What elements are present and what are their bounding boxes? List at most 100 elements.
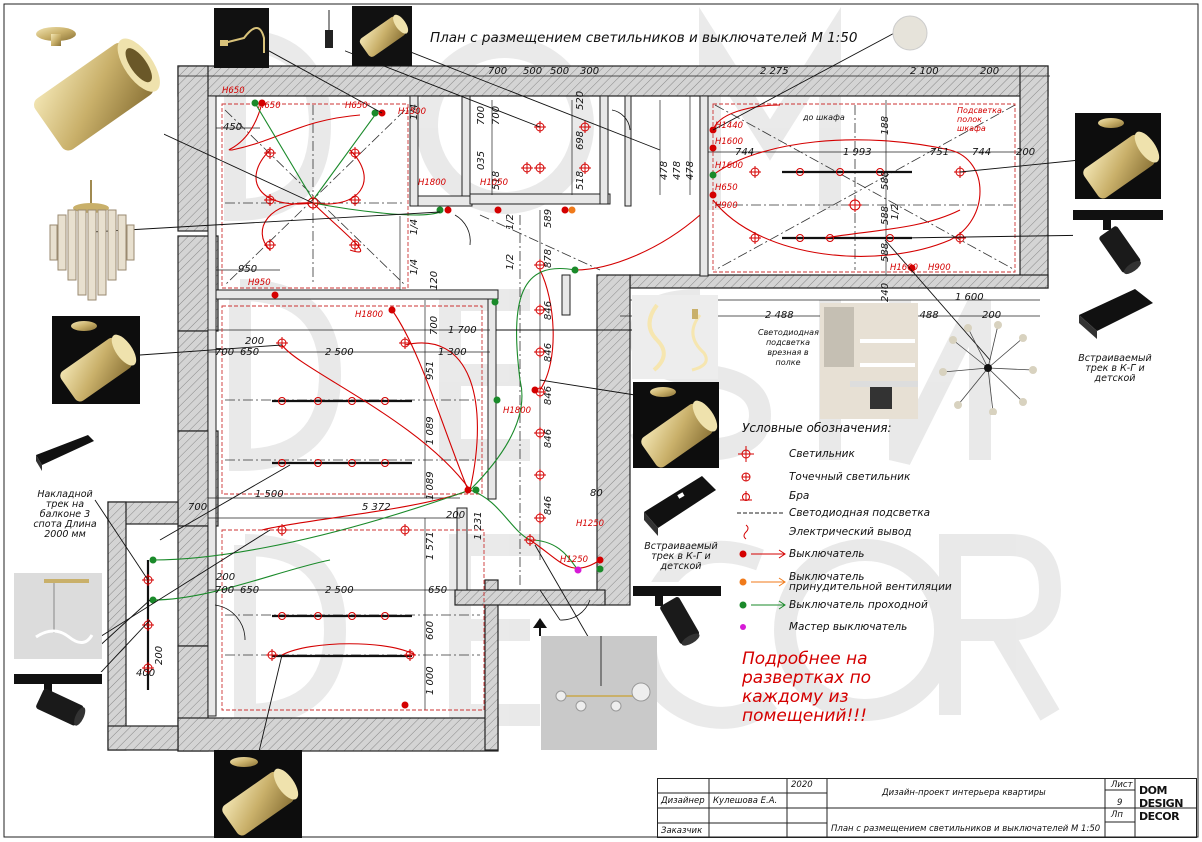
designer-label: Дизайнер xyxy=(661,796,705,806)
svg-text:700: 700 xyxy=(215,347,234,358)
svg-text:H1250: H1250 xyxy=(560,555,588,565)
led-shelf-caption: Светодиодная подсветка врезная в полке xyxy=(758,328,819,367)
svg-text:188: 188 xyxy=(880,116,891,135)
electrical-outlet-icon xyxy=(737,523,789,541)
svg-text:200: 200 xyxy=(982,310,1001,321)
spotlight-photo-3 xyxy=(52,316,140,404)
legend-item-light: Светильник xyxy=(737,445,979,463)
svg-text:5 372: 5 372 xyxy=(362,502,391,513)
svg-text:H1600: H1600 xyxy=(715,137,743,147)
track-profile-photo xyxy=(30,425,98,473)
legend-label: Бра xyxy=(789,490,810,502)
svg-text:1 700: 1 700 xyxy=(448,325,477,336)
svg-text:2 500: 2 500 xyxy=(325,585,354,596)
legend-label: Электрический вывод xyxy=(789,526,912,538)
svg-text:846: 846 xyxy=(543,429,554,448)
details-note: Подробнее на развертках по каждому из по… xyxy=(742,649,872,726)
svg-text:650: 650 xyxy=(240,347,259,358)
svg-text:744: 744 xyxy=(735,147,754,158)
legend-item-sconce: Бра xyxy=(737,487,979,505)
svg-text:450: 450 xyxy=(223,122,242,133)
svg-text:1 571: 1 571 xyxy=(425,531,436,560)
svg-text:1 600: 1 600 xyxy=(955,292,984,303)
svg-text:650: 650 xyxy=(428,585,447,596)
svg-text:846: 846 xyxy=(543,386,554,405)
svg-text:035: 035 xyxy=(476,151,487,170)
svg-text:1 089: 1 089 xyxy=(425,416,436,445)
doors xyxy=(214,109,631,641)
legend-title: Условные обозначения: xyxy=(742,421,892,435)
track-spot-photo-3 xyxy=(1073,210,1163,280)
svg-text:951: 951 xyxy=(425,361,436,380)
track-kg-caption-2: Встраиваемый трек в К-Г и детской xyxy=(644,541,718,572)
svg-text:1 231: 1 231 xyxy=(473,511,484,540)
svg-text:700: 700 xyxy=(491,106,502,125)
svg-text:650: 650 xyxy=(240,585,259,596)
svg-text:H900: H900 xyxy=(928,263,951,273)
partitions xyxy=(207,95,709,717)
svg-text:1 500: 1 500 xyxy=(255,489,284,500)
legend-item-passthrough: Выключатель проходной xyxy=(737,596,979,614)
spotlight-photo-1 xyxy=(16,20,164,160)
light-fixture-icon xyxy=(737,445,789,463)
svg-text:H1440: H1440 xyxy=(715,121,743,131)
svg-text:698: 698 xyxy=(575,131,586,150)
svg-text:2 500: 2 500 xyxy=(325,347,354,358)
chandelier-photo-2 xyxy=(541,636,657,750)
svg-text:полок: полок xyxy=(957,115,982,124)
svg-text:518: 518 xyxy=(575,171,586,190)
pendant-photo-balcony xyxy=(14,573,102,659)
svg-text:H1500: H1500 xyxy=(398,107,426,117)
height-labels: H650 H650 H650 H1500 H1800 H1050 H950 H1… xyxy=(222,86,951,565)
svg-text:H650: H650 xyxy=(345,101,368,111)
svg-text:588: 588 xyxy=(880,206,891,225)
year: 2020 xyxy=(791,780,813,790)
svg-text:240: 240 xyxy=(880,283,891,302)
logo: DOM DESIGN DECOR xyxy=(1139,784,1183,823)
legend-item-switch: Выключатель xyxy=(737,545,979,563)
ventilation-switch-icon xyxy=(737,573,789,591)
svg-text:700: 700 xyxy=(476,106,487,125)
svg-text:H1600: H1600 xyxy=(890,263,918,273)
svg-text:700: 700 xyxy=(215,585,234,596)
dimension-labels: 700 500 500 300 2 275 2 100 200 744 1 99… xyxy=(136,66,1035,679)
legend-item-ventilation: Выключатель принудительной вентиляции xyxy=(737,570,959,594)
vertical-dimension-labels: 188 588 588 588 240 878 846 846 846 846 … xyxy=(154,91,901,695)
svg-text:1 000: 1 000 xyxy=(425,666,436,695)
svg-text:2 488: 2 488 xyxy=(765,310,794,321)
spotlight-photo-2 xyxy=(352,6,412,66)
legend-label: Мастер выключатель xyxy=(789,621,908,633)
switch-markers xyxy=(149,99,916,709)
svg-text:751: 751 xyxy=(930,147,949,158)
svg-text:1/2: 1/2 xyxy=(505,214,516,230)
svg-text:846: 846 xyxy=(543,301,554,320)
master-switch-icon xyxy=(737,618,789,636)
svg-text:1 993: 1 993 xyxy=(843,147,872,158)
legend-item-outlet: Электрический вывод xyxy=(737,523,979,541)
legend-label: Выключатель принудительной вентиляции xyxy=(789,571,952,593)
svg-text:H1050: H1050 xyxy=(480,178,508,188)
led-strip-icon xyxy=(737,504,789,522)
svg-text:H650: H650 xyxy=(258,101,281,111)
svg-text:H900: H900 xyxy=(715,201,738,211)
workspace-photo xyxy=(820,303,918,419)
track-kg-caption: Встраиваемый трек в К-Г и детской xyxy=(1078,353,1152,384)
svg-text:H1800: H1800 xyxy=(503,406,531,416)
svg-text:478: 478 xyxy=(685,161,696,180)
wall-sconce-loop-photo xyxy=(632,295,718,379)
svg-text:744: 744 xyxy=(972,147,991,158)
svg-text:1/4: 1/4 xyxy=(409,104,420,120)
passthrough-switch-icon xyxy=(737,596,789,614)
svg-text:520: 520 xyxy=(575,91,586,110)
sheet-total-label: Лп xyxy=(1111,810,1123,820)
svg-text:H950: H950 xyxy=(248,278,271,288)
track-spot-photo-1 xyxy=(14,672,102,738)
balcony-track-caption: Накладной трек на балконе 3 спота Длина … xyxy=(33,489,97,540)
legend-item-led: Светодиодная подсветка xyxy=(737,504,979,522)
svg-text:500: 500 xyxy=(550,66,569,77)
svg-text:518: 518 xyxy=(491,171,502,190)
svg-text:200: 200 xyxy=(154,646,165,665)
svg-text:700: 700 xyxy=(429,316,440,335)
legend-item-master: Мастер выключатель xyxy=(737,618,979,636)
